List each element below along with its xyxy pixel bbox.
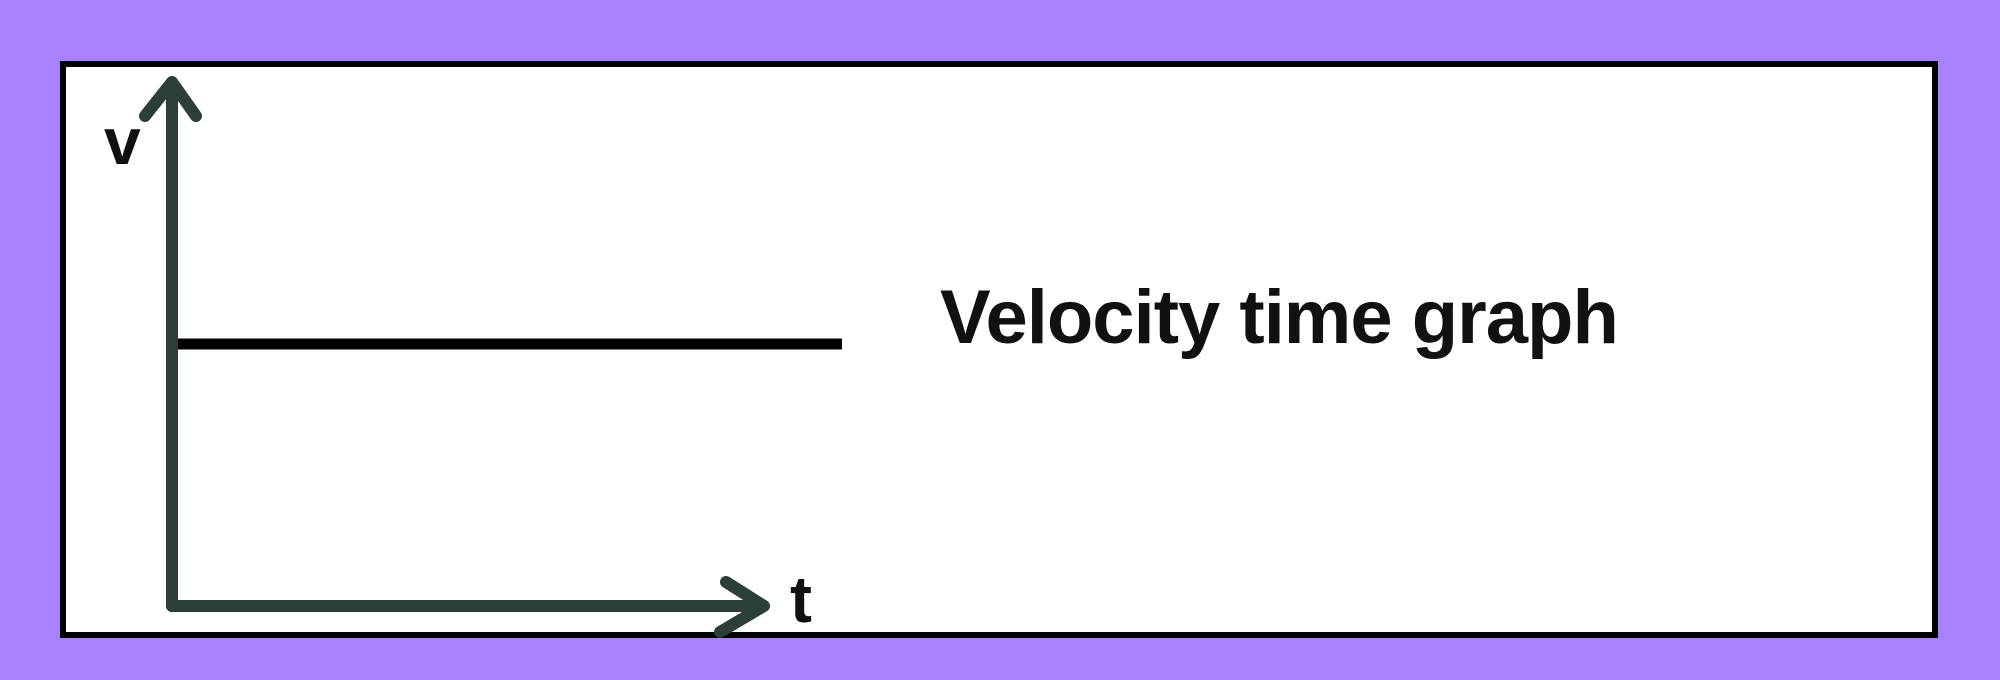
x-axis-label: t: [790, 562, 812, 636]
diagram-title: Velocity time graph: [940, 275, 1619, 360]
y-axis-label: v: [104, 104, 141, 178]
x-axis-arrowhead: [714, 576, 770, 638]
y-axis-arrowhead: [139, 76, 202, 122]
